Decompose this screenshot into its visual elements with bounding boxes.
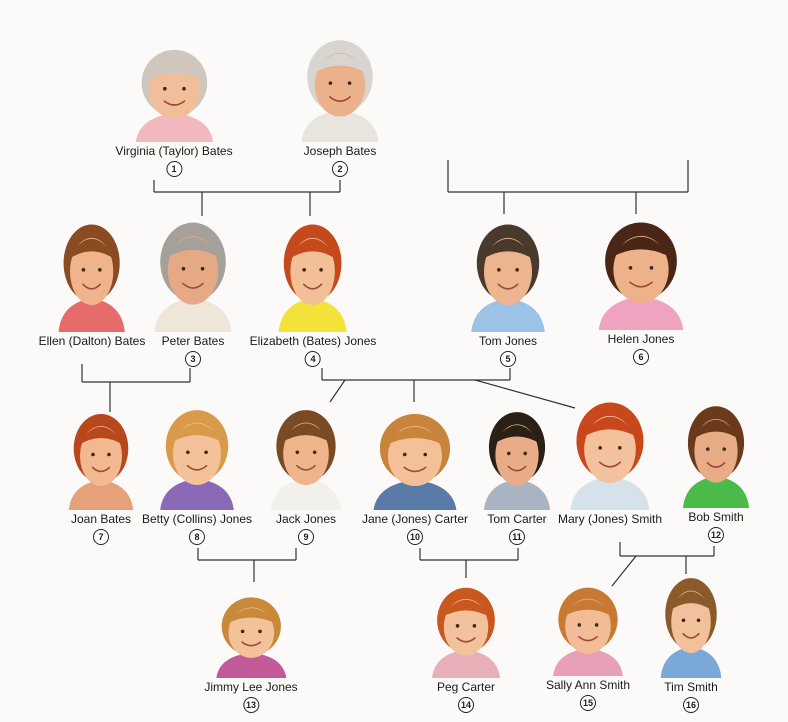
portrait-p12 [483,412,551,510]
person-card: Tom Carter 11 [481,408,553,545]
person-card: Peg Carter 14 [429,584,503,713]
person-card: Joan Bates 7 [66,410,136,545]
connector-line [611,555,637,587]
person-name: Jimmy Lee Jones [204,680,298,694]
person-card: Sally Ann Smith 15 [546,584,630,711]
person-number-badge: 15 [579,695,596,711]
portrait-p7 [598,222,684,330]
portrait-p11 [373,414,457,510]
portrait-p18 [660,578,722,678]
person-name: Peter Bates [161,334,225,348]
connector-line [474,379,576,409]
person-name: Peg Carter [436,680,496,694]
person-name: Betty (Collins) Jones [141,512,253,526]
person-number-badge: 9 [298,529,314,545]
person-name: Ellen (Dalton) Bates [38,334,146,348]
person-card: Jane (Jones) Carter 10 [362,410,468,545]
person-number-badge: 13 [243,697,259,713]
portrait-p1 [135,49,213,142]
person-card: Ellen (Dalton) Bates [38,220,146,348]
person-number-badge: 5 [500,351,516,367]
person-number-badge: 6 [633,349,649,365]
person-name: Mary (Jones) Smith [557,512,663,526]
person-number-badge: 4 [304,351,321,367]
person-card: Helen Jones 6 [595,218,687,365]
portrait-p16 [431,587,501,678]
person-card: Peter Bates 3 [151,218,235,367]
portrait-p8 [68,414,134,510]
person-card: Joseph Bates 2 [298,36,382,177]
portrait-p17 [553,587,623,676]
portrait-p10 [271,410,341,510]
portrait-p9 [160,410,234,510]
person-number-badge: 8 [188,529,205,545]
person-number-badge: 3 [185,351,201,367]
connector-line [329,379,346,403]
person-name: Joseph Bates [303,144,377,158]
person-card: Tom Jones 5 [468,220,548,367]
person-card: Mary (Jones) Smith [558,398,662,526]
person-name: Bob Smith [688,510,744,524]
portrait-p2 [301,40,379,142]
person-name: Sally Ann Smith [545,678,631,692]
portrait-p13 [570,402,650,510]
person-name: Helen Jones [607,332,675,346]
person-card: Elizabeth (Bates) Jones 4 [249,220,377,367]
portrait-p5 [278,224,348,332]
person-name: Jane (Jones) Carter [361,512,469,526]
person-number-badge: 2 [332,161,348,177]
person-name: Tom Carter [487,512,547,526]
person-card: Jack Jones 9 [268,406,344,545]
person-number-badge: 7 [93,529,109,545]
person-number-badge: 11 [509,529,525,545]
portrait-p4 [154,222,232,332]
person-name: Elizabeth (Bates) Jones [249,334,377,348]
person-number-badge: 14 [458,697,474,713]
person-card: Tim Smith 16 [658,574,724,713]
portrait-p15 [216,597,286,678]
person-name: Tom Jones [478,334,538,348]
portrait-p6 [471,224,545,332]
person-number-badge: 16 [683,697,699,713]
person-card: Virginia (Taylor) Bates 1 [115,46,233,177]
portrait-p14 [682,406,750,508]
person-number-badge: 1 [165,161,182,177]
person-name: Tim Smith [664,680,718,694]
person-card: Jimmy Lee Jones 13 [204,594,298,713]
person-number-badge: 10 [406,529,423,545]
person-name: Virginia (Taylor) Bates [115,144,233,158]
portrait-p3 [58,224,126,332]
person-card: Bob Smith 12 [680,402,752,543]
person-name: Joan Bates [70,512,132,526]
person-card: Betty (Collins) Jones 8 [142,406,252,545]
person-name: Jack Jones [275,512,337,526]
person-number-badge: 12 [708,527,724,543]
